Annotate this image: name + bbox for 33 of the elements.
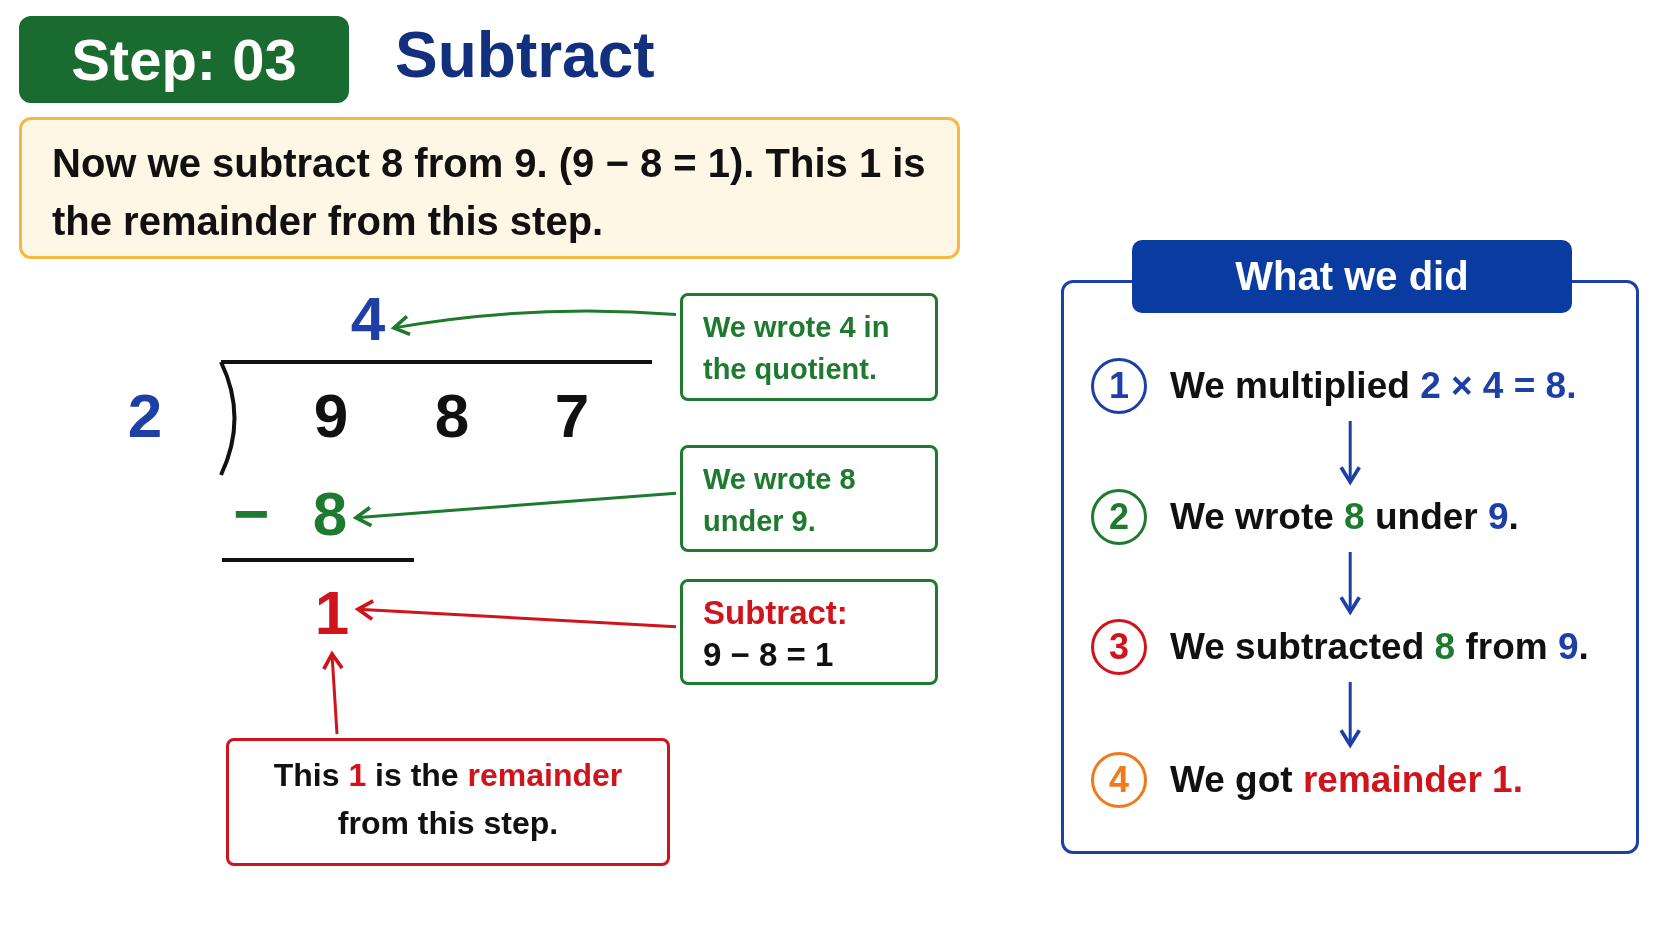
arrow [1339,682,1362,747]
subtrahend-digit: 8 [308,477,352,551]
dividend-digit: 8 [433,380,471,452]
arrow [392,309,677,337]
callout-text: 9 − 8 = 1 [703,635,835,675]
explanation-note: Now we subtract 8 from 9. (9 − 8 = 1). This 1 is the remainder from this step. [19,117,960,259]
arrow [354,491,677,528]
divisor-digit: 2 [126,380,164,452]
step-number: 3 [1091,619,1147,675]
step-text: We got remainder 1. [1170,758,1523,802]
arrow [356,599,677,629]
remainder-note: This 1 is the remainder from this step. [226,738,670,866]
step-text: We subtracted 8 from 9. [1170,625,1589,669]
dividend-digit: 9 [312,380,350,452]
step-number: 1 [1091,358,1147,414]
callout-heading: Subtract: [703,593,849,633]
arrow [1339,421,1362,484]
callout-note: We wrote 8 under 9. [680,445,938,552]
panel-header: What we did [1132,240,1572,313]
callout-card [680,579,938,685]
arrow [1339,552,1362,614]
dividend-digit: 7 [553,380,591,452]
step-badge: Step: 03 [19,16,349,103]
remainder-digit: 1 [310,576,354,650]
arrow [321,652,344,735]
step-text: We wrote 8 under 9. [1170,495,1519,539]
step-text: We multiplied 2 × 4 = 8. [1170,364,1577,408]
minus-sign: − [231,478,271,550]
step-number: 4 [1091,752,1147,808]
quotient-digit: 4 [346,282,390,356]
callout-note: We wrote 4 in the quotient. [680,293,938,401]
step-number: 2 [1091,489,1147,545]
page-title: Subtract [395,18,655,92]
